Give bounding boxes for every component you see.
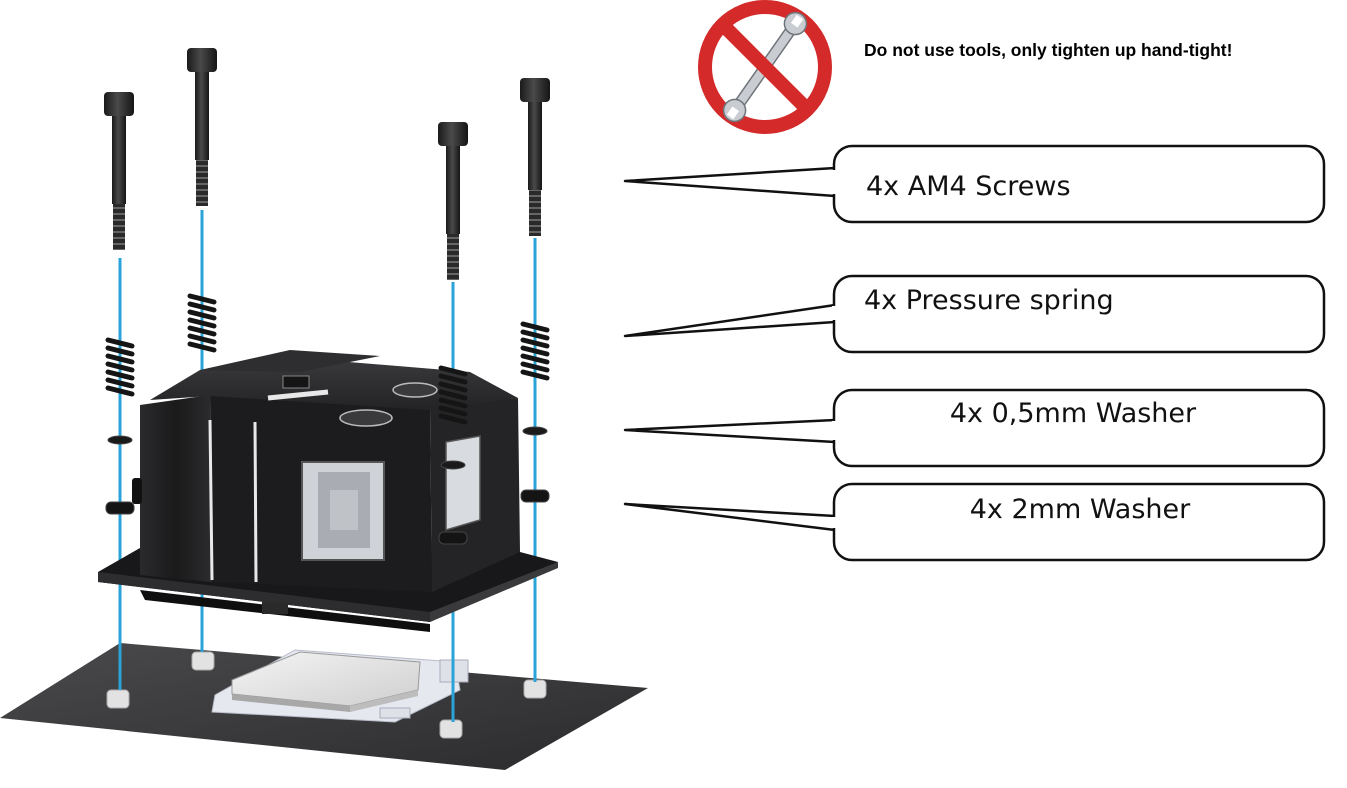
am4-screw [187, 48, 217, 206]
pressure-spring [187, 293, 217, 353]
pressure-spring [105, 337, 135, 397]
callout-springs: 4x Pressure spring [623, 274, 1326, 354]
pressure-spring [438, 365, 468, 425]
callout-label: 4x AM4 Screws [866, 171, 1071, 202]
am4-screw [520, 78, 550, 236]
no-tools-icon [698, 0, 832, 134]
callout-washer-thin: 4x 0,5mm Washer [623, 388, 1326, 468]
washer-0-5mm [107, 426, 548, 470]
warning-text: Do not use tools, only tighten up hand-t… [864, 40, 1232, 60]
am4-screw [104, 92, 134, 250]
callout-screws: 4x AM4 Screws [623, 144, 1326, 224]
waterblock-body [132, 350, 520, 592]
cpu [231, 651, 421, 712]
washer-2mm [105, 489, 550, 545]
callout-label: 4x 0,5mm Washer [950, 398, 1197, 429]
pressure-spring [520, 321, 550, 381]
callout-washer-thick: 4x 2mm Washer [623, 482, 1326, 562]
am4-screw [438, 122, 468, 280]
board-standoff [106, 651, 547, 739]
callout-label: 4x 2mm Washer [970, 494, 1191, 525]
callout-label: 4x Pressure spring [864, 285, 1114, 316]
